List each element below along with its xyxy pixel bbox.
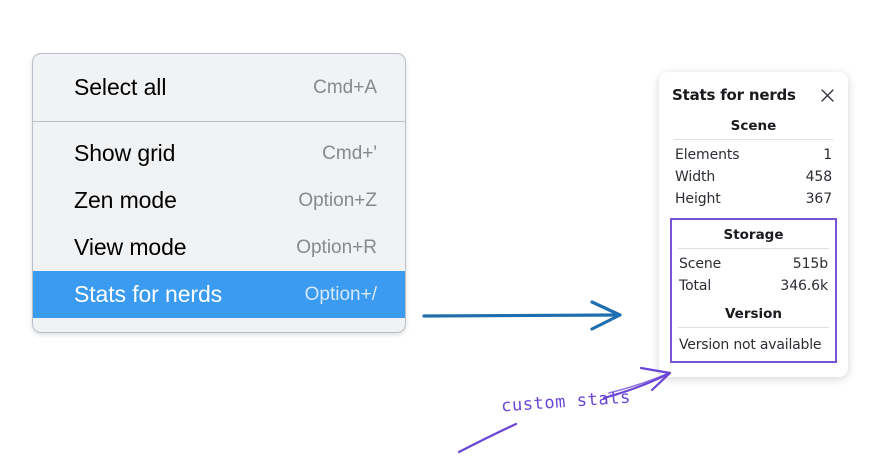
custom-stats-underline-stroke [457, 422, 518, 454]
custom-stats-highlight-box: Storage Scene 515b Total 346.6k Version … [670, 218, 837, 363]
stats-panel-title: Stats for nerds [672, 86, 796, 104]
menu-item-zen-mode[interactable]: Zen mode Option+Z [33, 177, 405, 224]
stats-row-value: 1 [823, 147, 832, 163]
stats-row-storage-total: Total 346.6k [676, 275, 831, 297]
close-icon[interactable] [819, 87, 836, 104]
stats-row-width: Width 458 [672, 166, 835, 188]
stats-panel-header: Stats for nerds [670, 84, 837, 104]
stats-row-key: Total [679, 278, 712, 294]
stats-row-storage-scene: Scene 515b [676, 253, 831, 275]
stats-section-version: Version Version not available [676, 297, 831, 355]
stats-row-value: 346.6k [780, 278, 828, 294]
stats-section-scene: Scene Elements 1 Width 458 Height 367 [670, 117, 837, 210]
section-divider [678, 248, 829, 249]
section-divider [678, 327, 829, 328]
stats-row-key: Height [675, 191, 721, 207]
menu-group-view: Show grid Cmd+' Zen mode Option+Z View m… [33, 122, 405, 332]
menu-item-label: Stats for nerds [74, 281, 223, 307]
stats-row-value: 458 [805, 169, 833, 185]
stats-row-key: Elements [675, 147, 740, 163]
menu-separator [33, 121, 405, 122]
menu-item-shortcut: Cmd+A [313, 76, 377, 98]
menu-item-stats-for-nerds[interactable]: Stats for nerds Option+/ [33, 271, 405, 318]
custom-stats-annotation-label: custom stats [500, 387, 632, 417]
stats-row-value: 515b [792, 256, 828, 272]
menu-item-label: Show grid [74, 140, 176, 166]
stats-for-nerds-panel[interactable]: Stats for nerds Scene Elements 1 Width 4… [659, 72, 848, 377]
stats-row-key: Scene [679, 256, 722, 272]
menu-item-shortcut: Option+/ [304, 283, 377, 305]
canvas-context-menu[interactable]: Select all Cmd+A Show grid Cmd+' Zen mod… [32, 53, 406, 333]
menu-item-view-mode[interactable]: View mode Option+R [33, 224, 405, 271]
stats-row-value: 367 [805, 191, 833, 207]
stats-section-heading: Storage [723, 227, 784, 243]
section-divider [674, 139, 833, 140]
stats-section-heading: Version [724, 306, 783, 322]
menu-group-selection: Select all Cmd+A [33, 54, 405, 121]
stats-section-heading: Scene [730, 118, 777, 134]
stats-row-key: Width [675, 169, 716, 185]
stats-section-storage: Storage Scene 515b Total 346.6k [676, 226, 831, 297]
stats-row-elements: Elements 1 [672, 144, 835, 166]
menu-item-select-all[interactable]: Select all Cmd+A [33, 64, 405, 111]
menu-item-shortcut: Cmd+' [322, 142, 377, 164]
menu-item-label: Select all [74, 74, 167, 100]
stats-row-height: Height 367 [672, 188, 835, 210]
menu-item-shortcut: Option+R [296, 236, 377, 258]
menu-item-shortcut: Option+Z [298, 189, 377, 211]
menu-item-label: Zen mode [74, 187, 177, 213]
version-not-available-text: Version not available [679, 337, 822, 353]
menu-item-show-grid[interactable]: Show grid Cmd+' [33, 130, 405, 177]
flow-arrow-icon [422, 300, 622, 331]
menu-item-label: View mode [74, 234, 187, 260]
